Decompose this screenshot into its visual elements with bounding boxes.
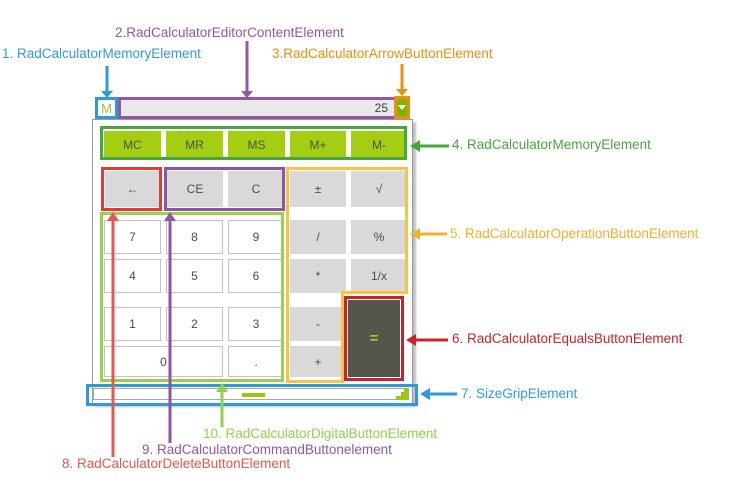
equals-button[interactable]: = <box>348 300 400 377</box>
label-editor-content-element: 2.RadCalculatorEditorContentElement <box>115 25 344 40</box>
arrow-head-memory-indicator <box>101 91 113 98</box>
percent-button[interactable]: % <box>351 220 407 254</box>
triangle-down-icon <box>398 105 406 110</box>
plus-minus-button[interactable]: ± <box>290 171 346 207</box>
memory-indicator-label: M <box>101 100 112 116</box>
digit-4-button[interactable]: 4 <box>104 259 161 293</box>
memory-subtract-button[interactable]: M- <box>351 131 407 158</box>
label-digital-button-element: 10. RadCalculatorDigitalButtonElement <box>203 426 438 441</box>
sqrt-button[interactable]: √ <box>351 171 407 207</box>
decimal-button[interactable]: . <box>228 346 284 377</box>
plus-button[interactable]: + <box>290 346 346 377</box>
memory-recall-button[interactable]: MR <box>166 131 223 158</box>
memory-clear-button[interactable]: MC <box>104 131 161 158</box>
editor-input[interactable]: 25 <box>118 97 397 119</box>
label-equals-button-element: 6. RadCalculatorEqualsButtonElement <box>452 331 683 346</box>
memory-add-button[interactable]: M+ <box>290 131 346 158</box>
clear-button[interactable]: C <box>228 171 284 207</box>
digit-0-button[interactable]: 0 <box>104 346 223 377</box>
dropdown-arrow-button[interactable] <box>394 96 410 119</box>
label-operation-button-element: 5. RadCalculatorOperationButtonElement <box>450 226 699 241</box>
digit-9-button[interactable]: 9 <box>228 220 284 254</box>
divide-button[interactable]: / <box>290 220 346 254</box>
digit-5-button[interactable]: 5 <box>166 259 223 293</box>
clear-entry-button[interactable]: CE <box>167 171 223 207</box>
digit-1-button[interactable]: 1 <box>104 307 161 341</box>
label-delete-button-element: 8. RadCalculatorDeleteButtonElement <box>62 456 291 471</box>
label-arrow-button-element: 3.RadCalculatorArrowButtonElement <box>272 46 493 61</box>
reciprocal-button[interactable]: 1/x <box>351 259 407 293</box>
label-command-button-element: 9. RadCalculatorCommandButtonelement <box>142 442 392 457</box>
digit-8-button[interactable]: 8 <box>166 220 223 254</box>
size-grip-dash[interactable] <box>242 393 265 397</box>
minus-button[interactable]: - <box>290 307 346 341</box>
memory-indicator: M <box>95 97 118 119</box>
backspace-button[interactable]: ← <box>105 171 160 207</box>
editor-value: 25 <box>374 101 388 115</box>
arrow-head-arrow-button <box>396 89 408 96</box>
label-memory-indicator-element: 1. RadCalculatorMemoryElement <box>2 46 201 61</box>
memory-store-button[interactable]: MS <box>228 131 285 158</box>
digit-3-button[interactable]: 3 <box>228 307 284 341</box>
digit-7-button[interactable]: 7 <box>104 220 161 254</box>
size-grip-corner-icon[interactable] <box>396 388 408 400</box>
digit-2-button[interactable]: 2 <box>166 307 223 341</box>
digit-6-button[interactable]: 6 <box>228 259 284 293</box>
label-memory-element: 4. RadCalculatorMemoryElement <box>452 137 651 152</box>
label-size-grip-element: 7. SizeGripElement <box>461 386 578 401</box>
multiply-button[interactable]: * <box>290 259 346 293</box>
arrow-head-size-grip <box>420 388 430 400</box>
